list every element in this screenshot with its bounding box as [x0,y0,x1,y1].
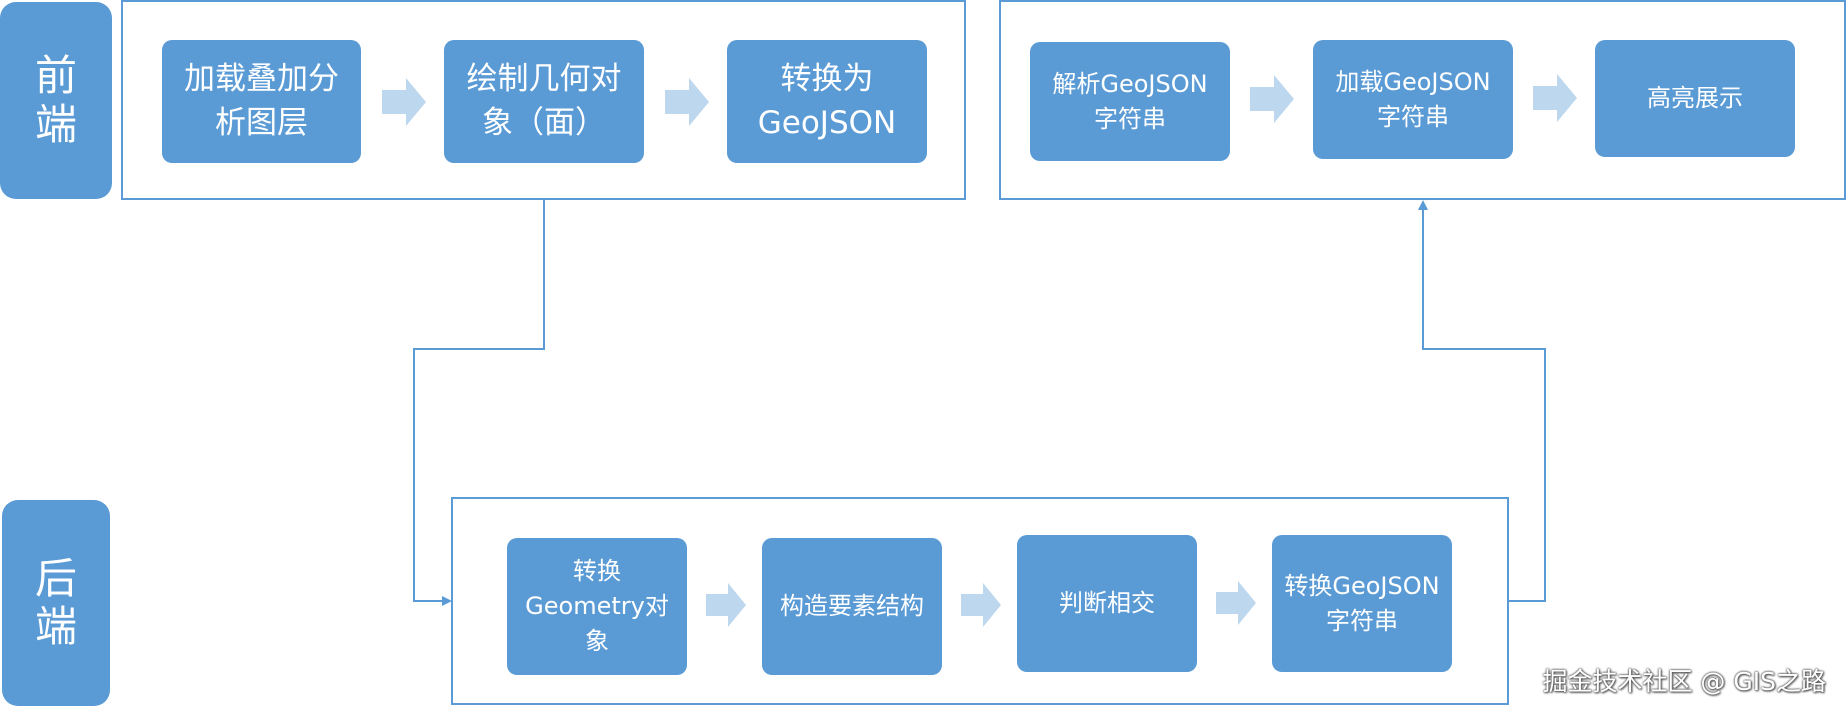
flow-arrow-icon [665,78,709,126]
step-build-feature: 构造要素结构 [762,538,942,675]
lane-label-frontend-text: 前端 [34,51,77,149]
step-draw-geometry: 绘制几何对象（面） [444,40,644,163]
flow-arrow-icon [382,78,426,126]
flow-arrow-icon [1250,75,1294,123]
flow-arrow-icon [1533,74,1577,122]
step-convert-geojson-string: 转换GeoJSON字符串 [1272,535,1452,672]
step-parse-geojson-string: 解析GeoJSON字符串 [1030,42,1230,161]
lane-label-backend-text: 后端 [34,553,77,651]
step-convert-geojson: 转换为GeoJSON [727,40,927,163]
connector-backend-to-frontend [1418,200,1546,602]
step-highlight-display: 高亮展示 [1595,40,1795,157]
step-check-intersect: 判断相交 [1017,535,1197,672]
step-convert-geometry: 转换Geometry对象 [507,538,687,675]
connector-frontend-to-backend [413,199,545,606]
lane-label-frontend: 前端 [0,2,112,199]
step-load-geojson-string: 加载GeoJSON字符串 [1313,40,1513,159]
flow-arrow-icon [706,583,746,627]
step-load-overlay-layer: 加载叠加分析图层 [162,40,361,163]
flow-arrow-icon [1216,581,1256,625]
flow-arrow-icon [961,583,1001,627]
watermark: 掘金技术社区 @ GIS之路 [1542,667,1826,696]
lane-label-backend: 后端 [2,500,110,706]
